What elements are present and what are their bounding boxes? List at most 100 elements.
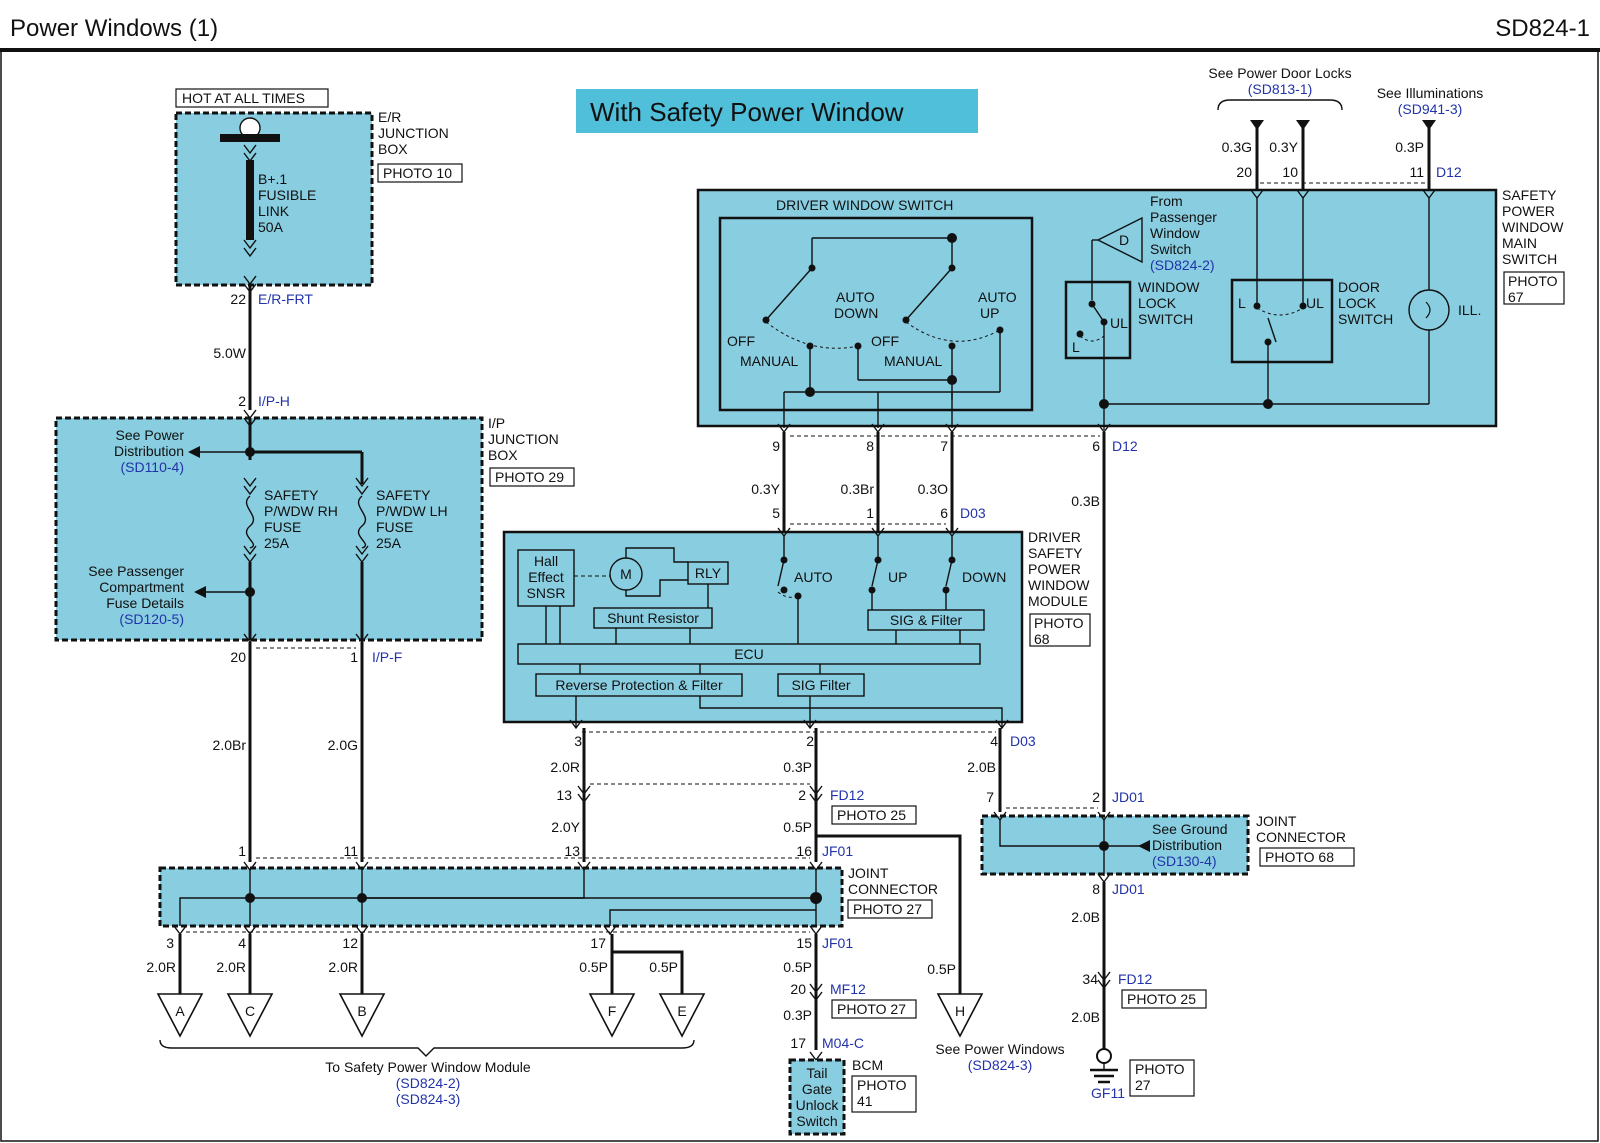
svg-text:See Power Windows: See Power Windows bbox=[935, 1041, 1064, 1057]
svg-text:ILL.: ILL. bbox=[1458, 302, 1481, 318]
svg-text:POWER: POWER bbox=[1502, 203, 1555, 219]
svg-text:UL: UL bbox=[1306, 295, 1324, 311]
svg-text:BCM: BCM bbox=[852, 1057, 883, 1073]
svg-text:Switch: Switch bbox=[796, 1113, 837, 1129]
svg-text:3: 3 bbox=[166, 935, 174, 951]
door-lock-switch bbox=[1230, 278, 1334, 364]
svg-text:2.0B: 2.0B bbox=[1071, 1009, 1100, 1025]
ground-icon bbox=[1090, 1048, 1118, 1084]
svg-text:17: 17 bbox=[590, 935, 606, 951]
svg-text:WINDOW: WINDOW bbox=[1028, 577, 1090, 593]
passenger-switch-icon bbox=[1096, 216, 1143, 264]
svg-text:5.0W: 5.0W bbox=[213, 345, 246, 361]
svg-text:1: 1 bbox=[350, 649, 358, 665]
svg-text:SAFETY: SAFETY bbox=[264, 487, 319, 503]
svg-text:(SD941-3): (SD941-3) bbox=[1398, 101, 1463, 117]
svg-text:Reverse Protection & Filter: Reverse Protection & Filter bbox=[555, 677, 723, 693]
svg-text:Compartment: Compartment bbox=[99, 579, 184, 595]
bcm: 17 M04-C Tail Gate Unlock Switch BCM PHO… bbox=[788, 1035, 917, 1136]
svg-text:L: L bbox=[1072, 339, 1080, 355]
svg-text:9: 9 bbox=[772, 438, 780, 454]
svg-text:P/WDW RH: P/WDW RH bbox=[264, 503, 338, 519]
svg-text:0.3P: 0.3P bbox=[783, 1007, 812, 1023]
svg-text:LOCK: LOCK bbox=[1338, 295, 1377, 311]
svg-text:(SD130-4): (SD130-4) bbox=[1152, 853, 1217, 869]
ip-junction-box: 2 I/P-H See Power Distribution (SD110-4)… bbox=[54, 393, 575, 665]
svg-text:Switch: Switch bbox=[1150, 241, 1191, 257]
svg-text:2.0G: 2.0G bbox=[328, 737, 358, 753]
svg-text:F: F bbox=[608, 1003, 617, 1019]
terminal-brace bbox=[159, 1039, 695, 1057]
svg-text:15: 15 bbox=[796, 935, 812, 951]
svg-text:DOWN: DOWN bbox=[834, 305, 878, 321]
svg-text:D03: D03 bbox=[960, 505, 986, 521]
svg-text:JOINT: JOINT bbox=[1256, 813, 1297, 829]
svg-text:JOINT: JOINT bbox=[848, 865, 889, 881]
svg-text:BOX: BOX bbox=[378, 141, 408, 157]
joint-connector-right: 7 2 JD01 See Ground Distribution (SD130-… bbox=[980, 789, 1355, 897]
svg-text:FD12: FD12 bbox=[1118, 971, 1152, 987]
hot-label: HOT AT ALL TIMES bbox=[182, 90, 305, 106]
svg-text:SAFETY: SAFETY bbox=[1502, 187, 1557, 203]
svg-text:D12: D12 bbox=[1436, 164, 1462, 180]
svg-text:0.5P: 0.5P bbox=[783, 819, 812, 835]
svg-text:0.3Y: 0.3Y bbox=[1269, 139, 1298, 155]
svg-text:0.3G: 0.3G bbox=[1222, 139, 1252, 155]
svg-text:0.3B: 0.3B bbox=[1071, 493, 1100, 509]
svg-text:4: 4 bbox=[238, 935, 246, 951]
svg-text:B+.1: B+.1 bbox=[258, 171, 287, 187]
svg-text:20: 20 bbox=[790, 981, 806, 997]
terminal-f: F bbox=[588, 993, 636, 1038]
svg-text:SIG & Filter: SIG & Filter bbox=[890, 612, 963, 628]
safety-window-module: 5 1 6 D03 Hall Effect SNSR M RLY Shunt R… bbox=[502, 505, 1091, 749]
svg-text:PHOTO: PHOTO bbox=[1508, 273, 1558, 289]
svg-text:H: H bbox=[955, 1003, 965, 1019]
svg-text:WINDOW: WINDOW bbox=[1502, 219, 1564, 235]
svg-text:D03: D03 bbox=[1010, 733, 1036, 749]
fuse-rh-icon bbox=[245, 495, 255, 549]
svg-text:7: 7 bbox=[986, 789, 994, 805]
svg-text:2: 2 bbox=[798, 787, 806, 803]
svg-text:Effect: Effect bbox=[528, 569, 564, 585]
svg-text:20: 20 bbox=[230, 649, 246, 665]
ecu-block bbox=[517, 643, 981, 665]
svg-text:(SD824-3): (SD824-3) bbox=[968, 1057, 1033, 1073]
svg-text:13: 13 bbox=[564, 843, 580, 859]
svg-text:E/R-FRT: E/R-FRT bbox=[258, 291, 313, 307]
svg-text:0.5P: 0.5P bbox=[649, 959, 678, 975]
svg-text:DRIVER: DRIVER bbox=[1028, 529, 1081, 545]
svg-text:PHOTO 29: PHOTO 29 bbox=[495, 469, 564, 485]
svg-text:0.3O: 0.3O bbox=[918, 481, 948, 497]
page-title: Power Windows (1) bbox=[10, 15, 218, 42]
svg-text:SWITCH: SWITCH bbox=[1138, 311, 1193, 327]
svg-text:2.0Br: 2.0Br bbox=[213, 737, 247, 753]
svg-text:CONNECTOR: CONNECTOR bbox=[848, 881, 938, 897]
svg-text:JD01: JD01 bbox=[1112, 789, 1145, 805]
svg-text:JUNCTION: JUNCTION bbox=[488, 431, 559, 447]
svg-text:PHOTO: PHOTO bbox=[1034, 615, 1084, 631]
svg-text:Tail: Tail bbox=[806, 1065, 827, 1081]
svg-text:DOWN: DOWN bbox=[962, 569, 1006, 585]
svg-text:C: C bbox=[245, 1003, 255, 1019]
svg-text:D12: D12 bbox=[1112, 438, 1138, 454]
svg-text:10: 10 bbox=[1282, 164, 1298, 180]
svg-text:P/WDW LH: P/WDW LH bbox=[376, 503, 448, 519]
svg-text:FUSIBLE: FUSIBLE bbox=[258, 187, 316, 203]
terminal-b: B bbox=[338, 993, 386, 1038]
er-photo: PHOTO 10 bbox=[383, 165, 452, 181]
svg-text:UP: UP bbox=[888, 569, 907, 585]
svg-text:E/R: E/R bbox=[378, 109, 401, 125]
svg-text:MODULE: MODULE bbox=[1028, 593, 1088, 609]
svg-text:2.0R: 2.0R bbox=[146, 959, 176, 975]
svg-text:2.0R: 2.0R bbox=[550, 759, 580, 775]
svg-text:Distribution: Distribution bbox=[114, 443, 184, 459]
svg-text:PHOTO 25: PHOTO 25 bbox=[1127, 991, 1196, 1007]
svg-text:25A: 25A bbox=[376, 535, 402, 551]
svg-text:From: From bbox=[1150, 193, 1183, 209]
terminal-a: A bbox=[156, 993, 204, 1038]
svg-text:8: 8 bbox=[1092, 881, 1100, 897]
svg-text:See Passenger: See Passenger bbox=[88, 563, 184, 579]
terminal-e: E bbox=[658, 993, 706, 1038]
svg-text:PHOTO 27: PHOTO 27 bbox=[853, 901, 922, 917]
